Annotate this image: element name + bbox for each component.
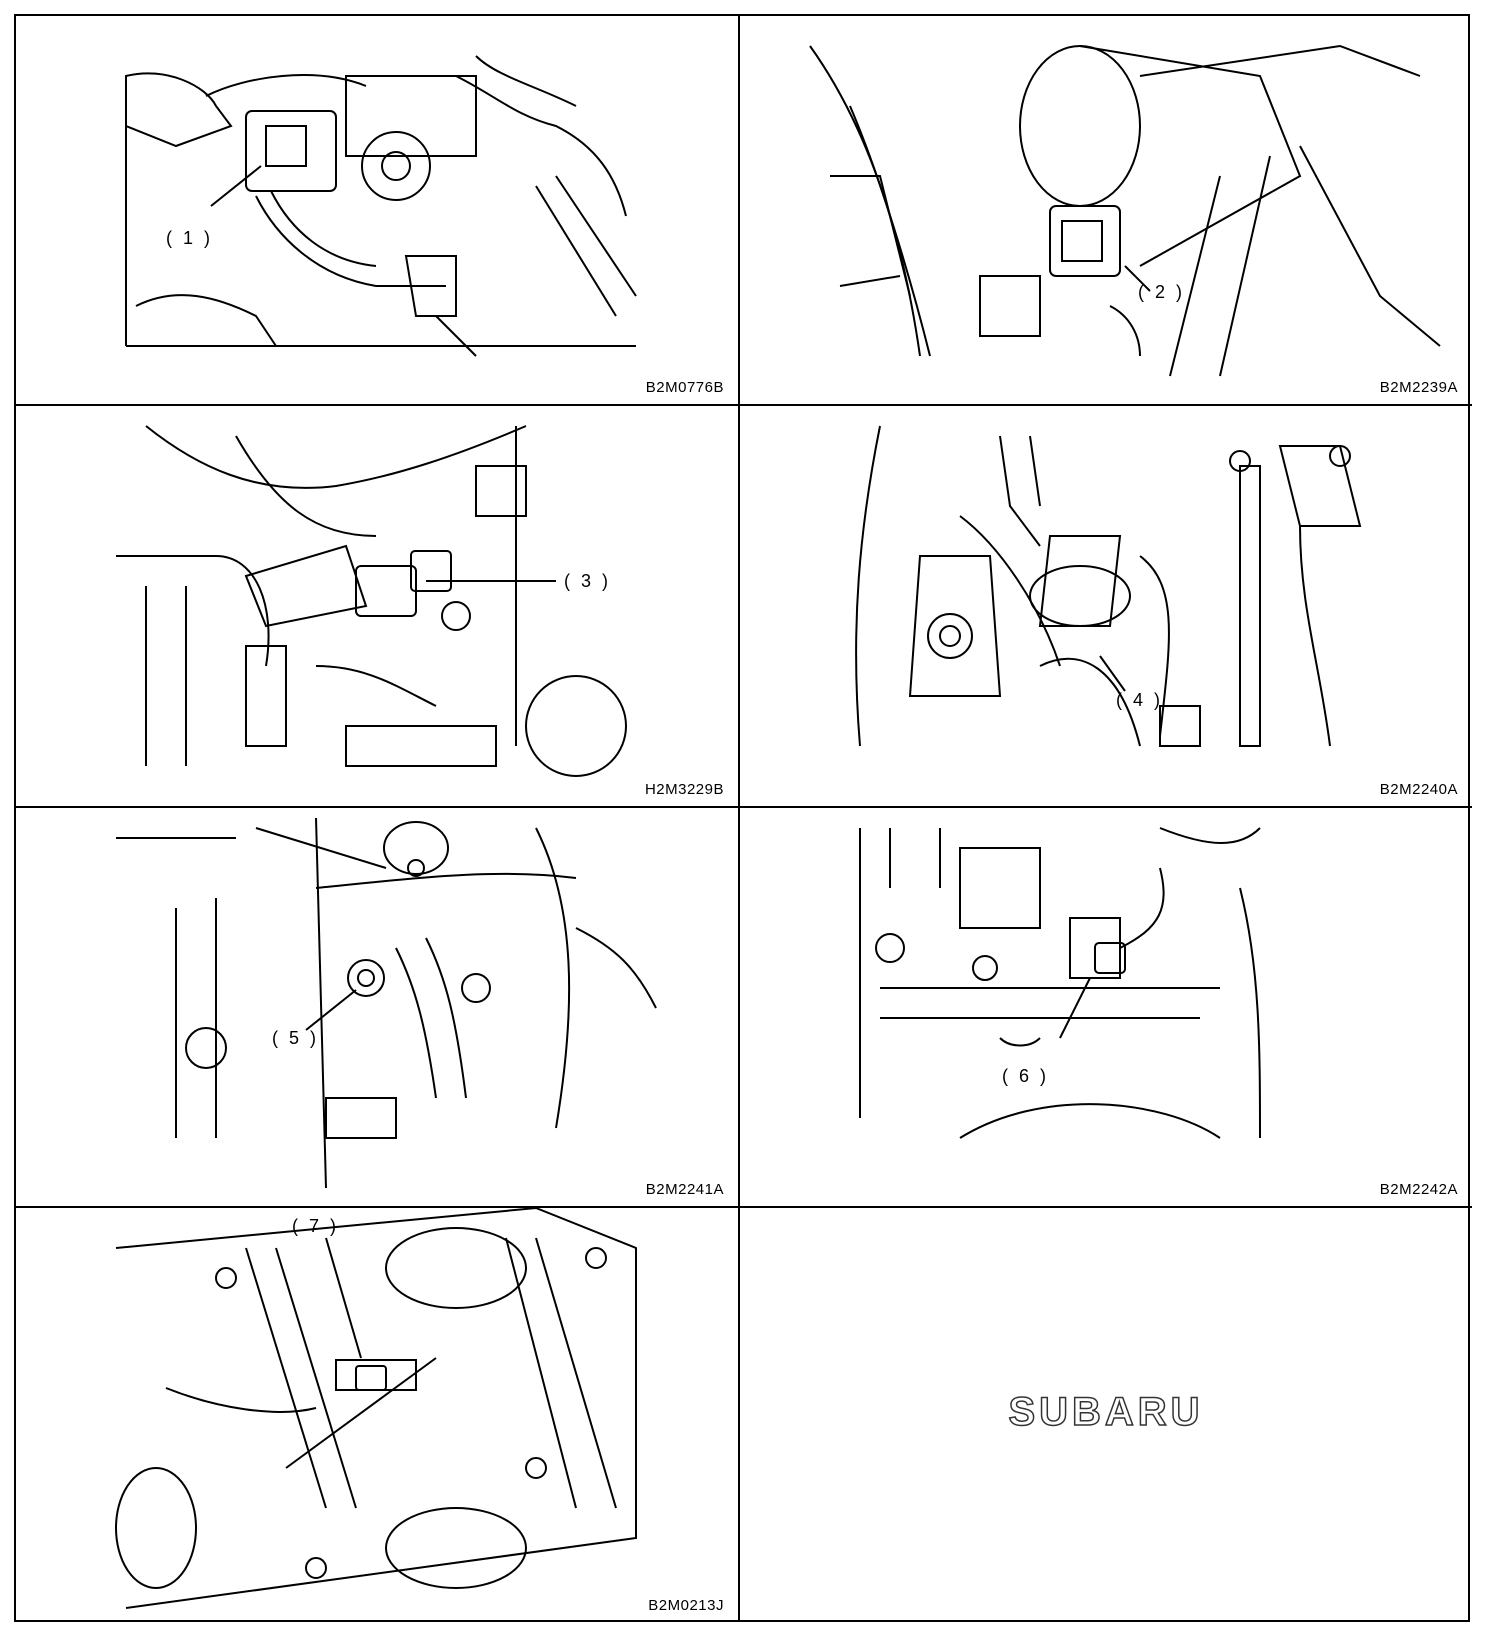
panel-sensor-3: ( 3 ) H2M3229B xyxy=(16,406,738,806)
panel-sensor-1: ( 1 ) B2M0776B xyxy=(16,16,738,404)
figure-code: B2M2239A xyxy=(1379,379,1458,396)
column-divider xyxy=(738,16,740,1620)
row-divider xyxy=(16,806,1472,808)
engine-illustration-6 xyxy=(859,827,1261,1139)
panel-sensor-7: ( 7 ) B2M0213J xyxy=(16,1208,738,1622)
engine-illustration-7 xyxy=(115,1208,637,1609)
panel-sensor-6: ( 6 ) B2M2242A xyxy=(740,808,1472,1206)
panel-logo: SUBARU xyxy=(740,1208,1472,1622)
row-divider xyxy=(16,1206,1472,1208)
engine-illustration-1 xyxy=(125,55,637,357)
engine-illustration-2 xyxy=(809,44,1441,377)
engine-illustration-5 xyxy=(116,817,657,1189)
engine-illustration-3 xyxy=(116,425,627,777)
panel-sensor-4: ( 4 ) B2M2240A xyxy=(740,406,1472,806)
panel-sensor-2: ( 2 ) B2M2239A xyxy=(740,16,1472,404)
figure-code: B2M2241A xyxy=(645,1181,724,1198)
figure-code: B2M0213J xyxy=(648,1597,724,1614)
figure-code: B2M0776B xyxy=(645,379,724,396)
diagram-sheet: ( 1 ) B2M0776B ( 2 ) B2M2239A xyxy=(14,14,1472,1622)
figure-code: B2M2242A xyxy=(1379,1181,1458,1198)
panel-sensor-5: ( 5 ) B2M2241A xyxy=(16,808,738,1206)
row-divider xyxy=(16,404,1472,406)
figure-code: B2M2240A xyxy=(1379,781,1458,798)
subaru-logo: SUBARU xyxy=(1008,1389,1204,1435)
engine-illustration-4 xyxy=(855,425,1362,747)
figure-code: H2M3229B xyxy=(644,781,724,798)
